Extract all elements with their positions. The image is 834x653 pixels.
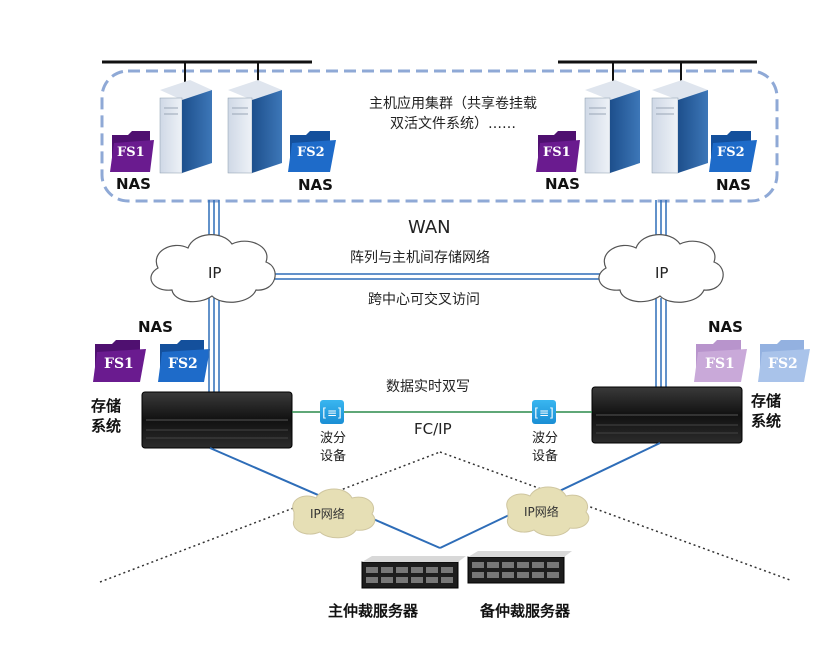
wdm-left-label: 波分设备 xyxy=(319,431,346,464)
svg-text:[≡]: [≡] xyxy=(322,406,341,420)
folder-fs2-icon xyxy=(288,131,336,172)
folder-label-fs1-faded: FS1 xyxy=(705,356,735,372)
folder-label-fs1: FS1 xyxy=(543,145,571,160)
backup-quorum-server-label: 备仲裁服务器 xyxy=(480,602,571,620)
ip-cloud-left xyxy=(150,234,276,303)
nas-label-right-fs2: NAS xyxy=(716,176,751,194)
ip-cloud-left-label: IP xyxy=(208,264,222,282)
folder-label-fs2-faded: FS2 xyxy=(768,356,798,372)
host-cluster-box xyxy=(100,69,779,203)
right-storage-uplink xyxy=(655,298,667,392)
nas-label-right-fs1: NAS xyxy=(545,175,580,193)
right-server-1 xyxy=(584,80,640,174)
ipnet-cloud-left xyxy=(292,488,376,539)
storage-system-right-label: 存储系统 xyxy=(750,392,781,430)
svg-text:[≡]: [≡] xyxy=(534,406,553,420)
folder-fs2-faded-icon xyxy=(758,340,810,382)
fc-ip-label: FC/IP xyxy=(414,420,452,438)
wan-label: WAN xyxy=(408,217,451,238)
wdm-right-icon: [≡] xyxy=(532,400,556,424)
ip-cloud-right xyxy=(598,234,724,303)
cross-dc-link xyxy=(262,273,612,280)
left-server-2 xyxy=(227,80,282,174)
folder-label-fs2: FS2 xyxy=(717,145,745,160)
realtime-dual-write-label: 数据实时双写 xyxy=(386,379,470,395)
cross-dc-access-label: 跨中心可交叉访问 xyxy=(368,292,480,308)
primary-quorum-server-icon xyxy=(361,556,466,589)
wdm-right-label: 波分设备 xyxy=(531,431,558,464)
wdm-left-icon: [≡] xyxy=(320,400,344,424)
folder-fs2-icon xyxy=(158,340,210,382)
folder-fs1-icon xyxy=(93,340,146,382)
ipnet-cloud-right xyxy=(506,486,590,537)
cluster-description: 主机应用集群（共享卷挂载双活文件系统）…… xyxy=(369,96,537,132)
folder-fs2-icon xyxy=(709,131,757,172)
left-server-1 xyxy=(159,80,212,174)
storage-system-left-label: 存储系统 xyxy=(90,397,121,435)
right-server-2 xyxy=(651,80,708,174)
storage-array-right xyxy=(591,386,743,444)
ip-cloud-right-label: IP xyxy=(655,264,669,282)
ipnet-right-label: IP网络 xyxy=(524,505,559,519)
host-storage-network-label: 阵列与主机间存储网络 xyxy=(350,250,490,266)
primary-quorum-server-label: 主仲裁服务器 xyxy=(328,602,419,620)
ipnet-left-label: IP网络 xyxy=(310,507,345,521)
nas-label-left-storage: NAS xyxy=(138,318,173,336)
folder-label-fs1: FS1 xyxy=(117,145,145,160)
quorum-links xyxy=(209,442,661,549)
folder-fs1-icon xyxy=(536,131,580,172)
nas-label-left-fs1: NAS xyxy=(116,175,151,193)
backup-quorum-server-icon xyxy=(467,551,572,584)
folder-label-fs2: FS2 xyxy=(168,356,198,372)
folder-fs1-faded-icon xyxy=(694,340,747,382)
storage-array-left xyxy=(141,391,293,449)
folder-fs1-icon xyxy=(110,131,154,172)
nas-label-left-fs2: NAS xyxy=(298,176,333,194)
nas-label-right-storage: NAS xyxy=(708,318,743,336)
site-boundary xyxy=(99,451,791,583)
left-storage-uplink xyxy=(208,298,220,392)
folder-label-fs2: FS2 xyxy=(297,145,325,160)
folder-label-fs1: FS1 xyxy=(104,356,134,372)
